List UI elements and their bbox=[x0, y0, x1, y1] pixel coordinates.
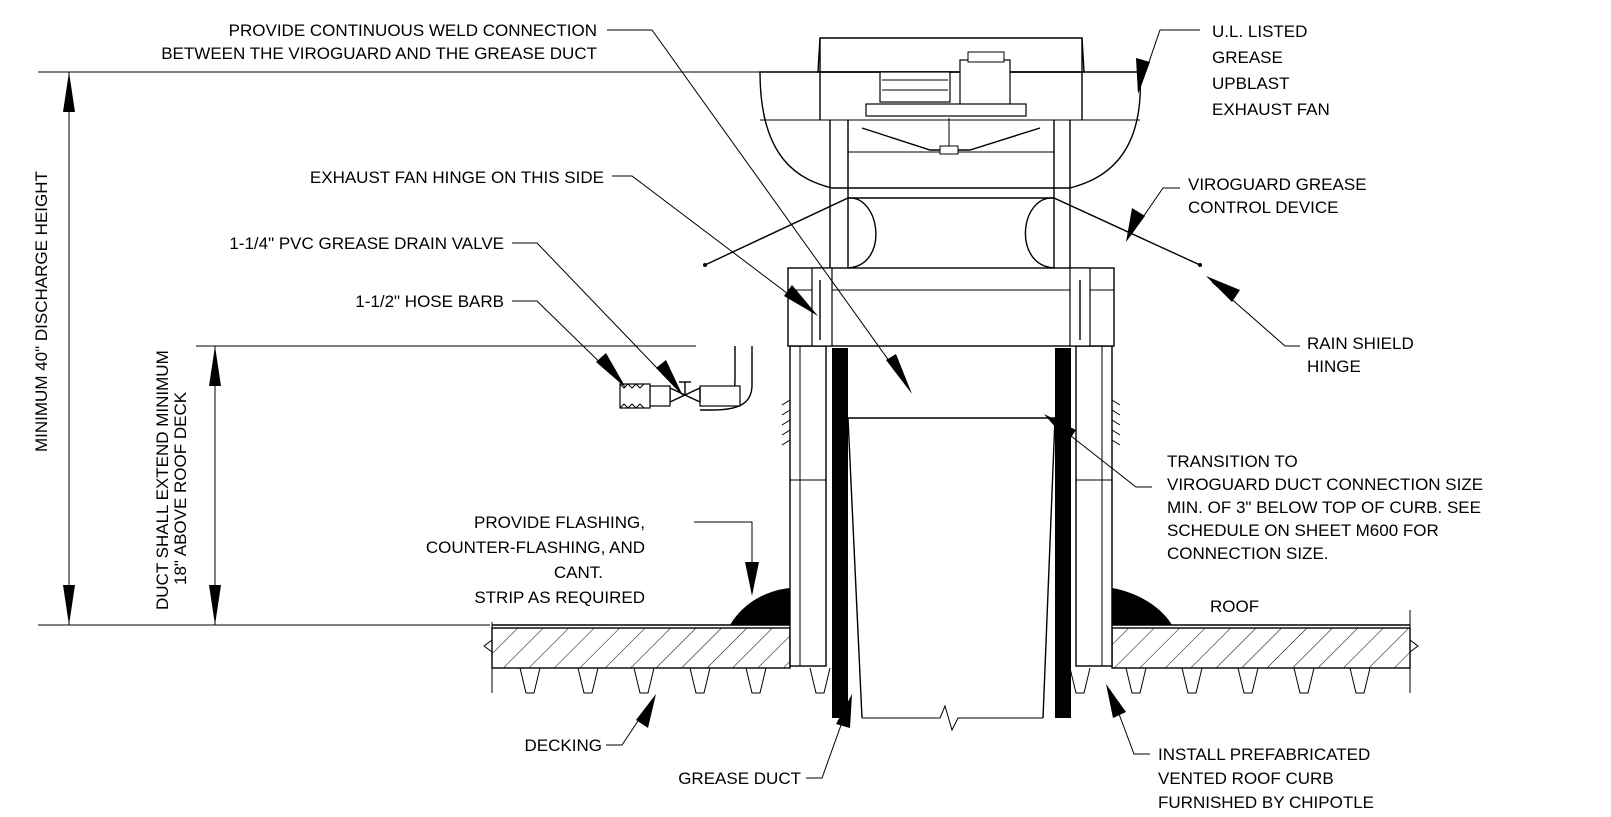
roof-deck bbox=[483, 610, 1419, 690]
discharge-height-label: MINIMUM 40" DISCHARGE HEIGHT bbox=[32, 171, 51, 452]
viroguard-note-line1: VIROGUARD GREASE bbox=[1188, 175, 1367, 194]
flashing-note-line3: CANT. bbox=[554, 563, 603, 582]
transition-note-line1: TRANSITION TO bbox=[1167, 452, 1298, 471]
discharge-height-dimension bbox=[38, 71, 760, 626]
viroguard-device bbox=[703, 120, 1202, 347]
duct-extend-label-line2: 18" ABOVE ROOF DECK bbox=[171, 391, 190, 585]
leader-lines bbox=[512, 29, 1300, 779]
flashing-note-line2: COUNTER-FLASHING, AND bbox=[426, 538, 645, 557]
viroguard-note-line2: CONTROL DEVICE bbox=[1188, 198, 1339, 217]
grease-duct bbox=[832, 348, 1071, 732]
flashing-note-line1: PROVIDE FLASHING, bbox=[474, 513, 645, 532]
rain-shield-note-line1: RAIN SHIELD bbox=[1307, 334, 1414, 353]
flashing-cant-right bbox=[1112, 588, 1172, 625]
transition-note-line3: MIN. OF 3" BELOW TOP OF CURB. SEE bbox=[1167, 498, 1481, 517]
rain-shield-note-line2: HINGE bbox=[1307, 357, 1361, 376]
decking-flutes bbox=[491, 667, 1411, 694]
curb-note-line3: FURNISHED BY CHIPOTLE bbox=[1158, 793, 1374, 812]
drain-valve-note: 1-1/4" PVC GREASE DRAIN VALVE bbox=[229, 234, 504, 253]
transition-note-line2: VIROGUARD DUCT CONNECTION SIZE bbox=[1167, 475, 1483, 494]
fan-note-line2: GREASE bbox=[1212, 48, 1283, 67]
roof-label: ROOF bbox=[1210, 597, 1259, 616]
flashing-cant-left bbox=[730, 588, 790, 625]
weld-note-line2: BETWEEN THE VIROGUARD AND THE GREASE DUC… bbox=[161, 44, 597, 63]
flashing-note-line4: STRIP AS REQUIRED bbox=[474, 588, 645, 607]
duct-extension-dimension bbox=[196, 345, 696, 625]
hinge-side-note: EXHAUST FAN HINGE ON THIS SIDE bbox=[310, 168, 604, 187]
weld-note-line1: PROVIDE CONTINUOUS WELD CONNECTION bbox=[229, 21, 597, 40]
fan-note-line3: UPBLAST bbox=[1212, 74, 1289, 93]
curb-note-line2: VENTED ROOF CURB bbox=[1158, 769, 1334, 788]
curb-note-line1: INSTALL PREFABRICATED bbox=[1158, 745, 1370, 764]
drain-assembly bbox=[619, 346, 753, 411]
exhaust-fan bbox=[759, 37, 1141, 189]
decking-label: DECKING bbox=[525, 736, 602, 755]
fan-note-line1: U.L. LISTED bbox=[1212, 22, 1307, 41]
transition-note-line5: CONNECTION SIZE. bbox=[1167, 544, 1329, 563]
hose-barb-note: 1-1/2" HOSE BARB bbox=[355, 292, 504, 311]
grease-duct-label: GREASE DUCT bbox=[678, 769, 801, 788]
fan-note-line4: EXHAUST FAN bbox=[1212, 100, 1330, 119]
duct-extend-label-line1: DUCT SHALL EXTEND MINIMUM bbox=[153, 350, 172, 610]
transition-note-line4: SCHEDULE ON SHEET M600 FOR bbox=[1167, 521, 1439, 540]
